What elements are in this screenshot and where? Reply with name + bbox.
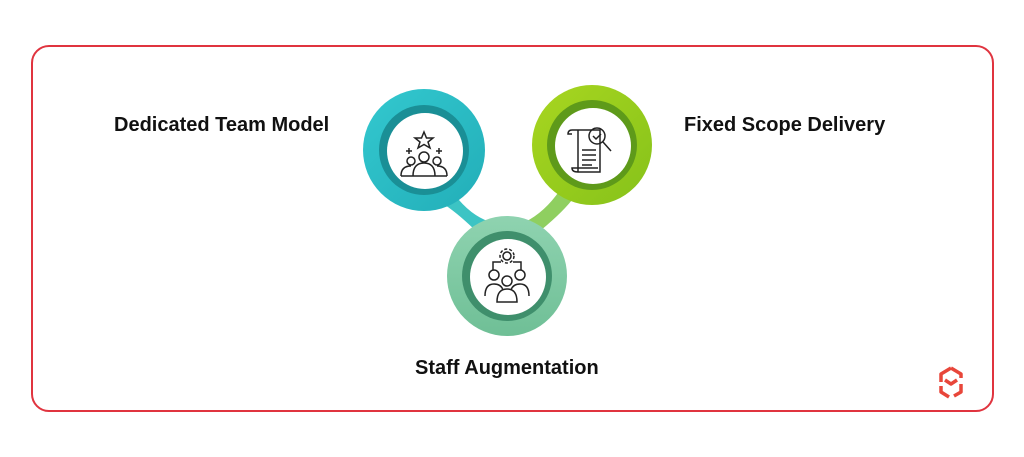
diagram-frame [31, 45, 994, 412]
team-star-icon [400, 130, 448, 177]
team-gear-icon [484, 248, 530, 303]
node-fixed-scope [532, 85, 652, 205]
cube-logo-icon [939, 366, 963, 399]
connector-right [525, 190, 572, 235]
label-dedicated-team-model: Dedicated Team Model [114, 114, 330, 136]
node-dedicated-team [363, 89, 485, 211]
document-search-icon [567, 127, 612, 173]
label-fixed-scope-delivery: Fixed Scope Delivery [684, 114, 886, 136]
label-staff-augmentation: Staff Augmentation [415, 357, 599, 379]
